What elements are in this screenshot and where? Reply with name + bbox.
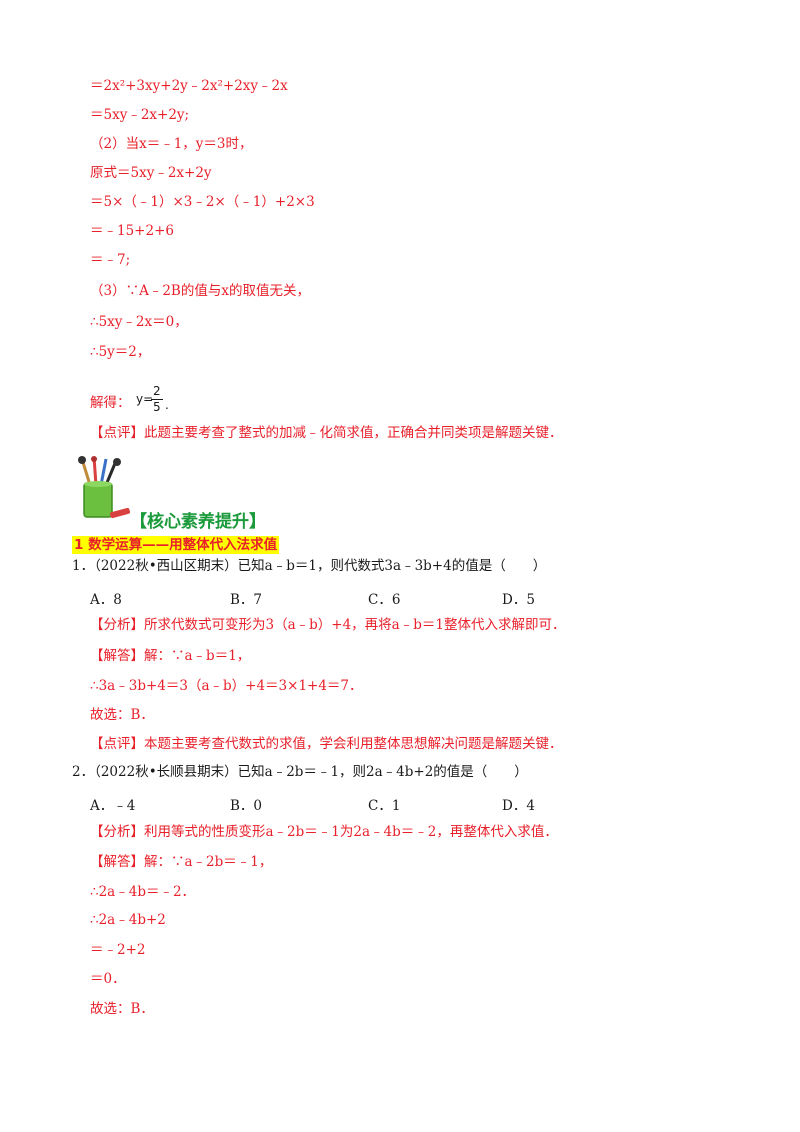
section-title: 【核心素养提升】 bbox=[130, 512, 266, 532]
comment-line: 【点评】本题主要考查代数式的求值，学会利用整体思想解决问题是解题关键． bbox=[90, 736, 563, 752]
sub-section-title: 1 数学运算——用整体代入法求值 bbox=[72, 536, 280, 554]
solution-line: 【解答】解：∵a﹣b＝1， bbox=[90, 648, 251, 664]
solution-line: 故选：B． bbox=[90, 707, 154, 723]
solution-line: ＝5×（﹣1）×3﹣2×（﹣1）+2×3 bbox=[90, 194, 315, 210]
solution-line: （2）当x＝﹣1，y＝3时， bbox=[90, 136, 253, 152]
option-c: C．6 bbox=[368, 592, 401, 608]
fraction-bar bbox=[151, 399, 163, 400]
option-a: A．﹣4 bbox=[90, 798, 136, 814]
solve-label: 解得： bbox=[90, 395, 131, 411]
analysis-line: 【分析】所求代数式可变形为3（a﹣b）+4，再将a﹣b＝1整体代入求解即可． bbox=[90, 617, 566, 633]
solution-line: （3）∵A﹣2B的值与x的取值无关， bbox=[90, 283, 310, 299]
option-c: C．1 bbox=[368, 798, 401, 814]
comment-line: 【点评】此题主要考查了整式的加减﹣化简求值，正确合并同类项是解题关键． bbox=[90, 425, 563, 441]
option-d: D．5 bbox=[502, 592, 535, 608]
solution-line: ∴2a﹣4b+2 bbox=[90, 912, 166, 928]
solution-line: ＝0． bbox=[90, 971, 126, 987]
question-stem: 1．（2022秋•西山区期末）已知a﹣b＝1，则代数式3a﹣3b+4的值是（ ） bbox=[72, 558, 547, 574]
solution-line: ＝5xy﹣2x+2y; bbox=[90, 107, 190, 123]
fraction-var: y= bbox=[136, 392, 154, 406]
solution-line: ∴2a﹣4b＝﹣2． bbox=[90, 884, 196, 900]
option-a: A．8 bbox=[90, 592, 122, 608]
option-b: B．0 bbox=[230, 798, 263, 814]
solution-line: ∴5y＝2， bbox=[90, 344, 151, 360]
solution-line: 故选：B． bbox=[90, 1001, 154, 1017]
option-b: B．7 bbox=[230, 592, 263, 608]
solution-line: ＝﹣15+2+6 bbox=[90, 223, 174, 239]
solution-line: ∴5xy﹣2x＝0， bbox=[90, 314, 188, 330]
fraction-period: . bbox=[165, 398, 169, 412]
analysis-line: 【分析】利用等式的性质变形a﹣2b＝﹣1为2a﹣4b＝﹣2，再整体代入求值． bbox=[90, 824, 558, 840]
solution-line: 原式＝5xy﹣2x+2y bbox=[90, 165, 212, 181]
solution-line: ＝2x²+3xy+2y﹣2x²+2xy﹣2x bbox=[90, 78, 288, 94]
option-d: D．4 bbox=[502, 798, 535, 814]
solution-line: ＝﹣7; bbox=[90, 252, 131, 268]
fraction-denominator: 5 bbox=[153, 400, 161, 414]
fraction-numerator: 2 bbox=[153, 384, 161, 398]
solution-line: ＝﹣2+2 bbox=[90, 942, 146, 958]
pencil-cup-icon bbox=[78, 456, 130, 519]
question-stem: 2．（2022秋•长顺县期末）已知a﹣2b＝﹣1，则2a﹣4b+2的值是（ ） bbox=[72, 764, 528, 780]
solution-line: 【解答】解：∵a﹣2b＝﹣1， bbox=[90, 854, 273, 870]
solution-line: ∴3a﹣3b+4＝3（a﹣b）+4＝3×1+4＝7． bbox=[90, 678, 363, 694]
